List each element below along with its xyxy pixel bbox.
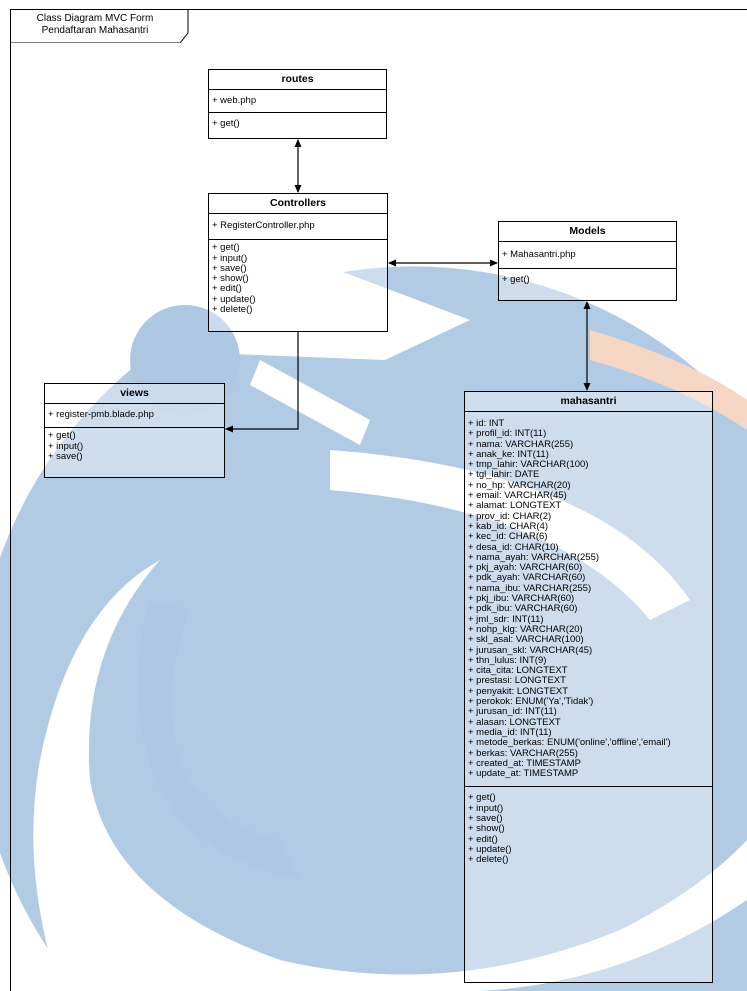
class-controllers: Controllers + RegisterController.php + g…: [208, 193, 388, 332]
class-models-name: Models: [499, 222, 676, 242]
class-views: views + register-pmb.blade.php + get() +…: [44, 383, 225, 478]
attribute: + nama_ayah: VARCHAR(255): [468, 551, 600, 563]
attribute: + anak_ke: INT(11): [468, 448, 549, 460]
attribute: + id: INT: [468, 418, 505, 429]
class-views-attributes: + register-pmb.blade.php: [45, 404, 224, 429]
class-views-name: views: [45, 384, 224, 404]
attribute: + nohp_klg: VARCHAR(20): [468, 623, 583, 635]
attribute: + no_hp: VARCHAR(20): [468, 479, 571, 491]
attribute: + thn_lulus: INT(9): [468, 654, 547, 666]
attribute: + kec_id: CHAR(6): [468, 531, 548, 543]
method: + delete(): [468, 854, 509, 866]
class-routes-attributes: + web.php: [209, 90, 386, 114]
method: + input(): [212, 252, 248, 264]
attribute: + prestasi: LONGTEXT: [468, 675, 566, 687]
attribute: + pdk_ayah: VARCHAR(60): [468, 572, 586, 584]
attribute: + alamat: LONGTEXT: [468, 500, 562, 512]
method: + input(): [468, 802, 504, 814]
method: + get(): [212, 118, 240, 130]
attribute: + pkj_ayah: VARCHAR(60): [468, 562, 583, 574]
watermark-orange-band: [590, 330, 747, 430]
diagram-frame: [10, 9, 747, 991]
frame-title: Class Diagram MVC Form Pendaftaran Mahas…: [10, 13, 180, 37]
method: + get(): [468, 792, 496, 804]
class-views-methods: + get() + input() + save(): [45, 428, 224, 465]
class-models-attributes: + Mahasantri.php: [499, 242, 676, 270]
method: + get(): [502, 274, 530, 286]
frame-title-tab: [10, 9, 189, 43]
attribute: + pkj_ibu: VARCHAR(60): [468, 593, 575, 605]
attribute: + Mahasantri.php: [502, 249, 576, 260]
frame-title-line-2: Pendaftaran Mahasantri: [41, 25, 149, 36]
method: + delete(): [212, 304, 253, 316]
attribute: + prov_id: CHAR(2): [468, 510, 552, 522]
class-mahasantri-attributes: + id: INT+ profil_id: INT(11)+ nama: VAR…: [465, 412, 712, 788]
class-models-methods: + get(): [499, 269, 676, 288]
method: + save(): [212, 262, 247, 274]
attribute: + jurusan_id: INT(11): [468, 706, 557, 718]
attribute: + desa_id: CHAR(10): [468, 541, 559, 553]
method: + update(): [212, 293, 256, 305]
method: + get(): [212, 242, 240, 254]
class-mahasantri: mahasantri + id: INT+ profil_id: INT(11)…: [464, 391, 713, 983]
attribute: + perokok: ENUM('Ya','Tidak'): [468, 696, 594, 708]
attribute: + jml_sdr: INT(11): [468, 613, 544, 625]
attribute: + tgl_lahir: DATE: [468, 469, 540, 481]
watermark-cap: [0, 220, 470, 360]
attribute: + register-pmb.blade.php: [48, 409, 154, 420]
method: + edit(): [468, 833, 498, 845]
attribute: + kab_id: CHAR(4): [468, 520, 548, 532]
attribute: + nama_ibu: VARCHAR(255): [468, 582, 592, 594]
attribute: + berkas: VARCHAR(255): [468, 747, 578, 759]
attribute: + RegisterController.php: [212, 220, 315, 231]
method: + update(): [468, 843, 512, 855]
attribute: + cita_cita: LONGTEXT: [468, 665, 568, 677]
method: + get(): [48, 430, 76, 442]
attribute: + web.php: [212, 95, 257, 106]
attribute: + pdk_ibu: VARCHAR(60): [468, 603, 578, 615]
class-models: Models + Mahasantri.php + get(): [498, 221, 677, 301]
method: + input(): [48, 440, 84, 452]
method: + save(): [48, 450, 83, 462]
method: + save(): [468, 812, 503, 824]
method: + show(): [468, 823, 505, 835]
class-controllers-attributes: + RegisterController.php: [209, 214, 387, 241]
class-routes-methods: + get(): [209, 113, 386, 132]
class-controllers-name: Controllers: [209, 194, 387, 214]
class-controllers-methods: + get() + input() + save() + show() + ed…: [209, 240, 387, 318]
attribute: + created_at: TIMESTAMP: [468, 757, 581, 769]
attribute: + nama: VARCHAR(255): [468, 438, 574, 450]
watermark-road: [33, 560, 747, 991]
attribute: + media_id: INT(11): [468, 726, 552, 738]
frame-title-line-1: Class Diagram MVC Form: [36, 13, 154, 24]
class-mahasantri-methods: + get()+ input()+ save()+ show()+ edit()…: [465, 787, 712, 868]
class-routes: routes + web.php + get(): [208, 69, 387, 139]
class-routes-name: routes: [209, 70, 386, 90]
attribute: + profil_id: INT(11): [468, 428, 547, 440]
attribute: + tmp_lahir: VARCHAR(100): [468, 459, 589, 471]
attribute: + skl_asal: VARCHAR(100): [468, 634, 584, 646]
attribute: + penyakit: LONGTEXT: [468, 685, 569, 697]
class-mahasantri-name: mahasantri: [465, 392, 712, 412]
attribute: + metode_berkas: ENUM('online','offline'…: [468, 737, 671, 749]
attribute: + jurusan_skl: VARCHAR(45): [468, 644, 593, 656]
attribute: + alasan: LONGTEXT: [468, 716, 561, 728]
method: + edit(): [212, 283, 242, 295]
attribute: + email: VARCHAR(45): [468, 490, 567, 502]
method: + show(): [212, 273, 249, 285]
attribute: + update_at: TIMESTAMP: [468, 768, 579, 780]
